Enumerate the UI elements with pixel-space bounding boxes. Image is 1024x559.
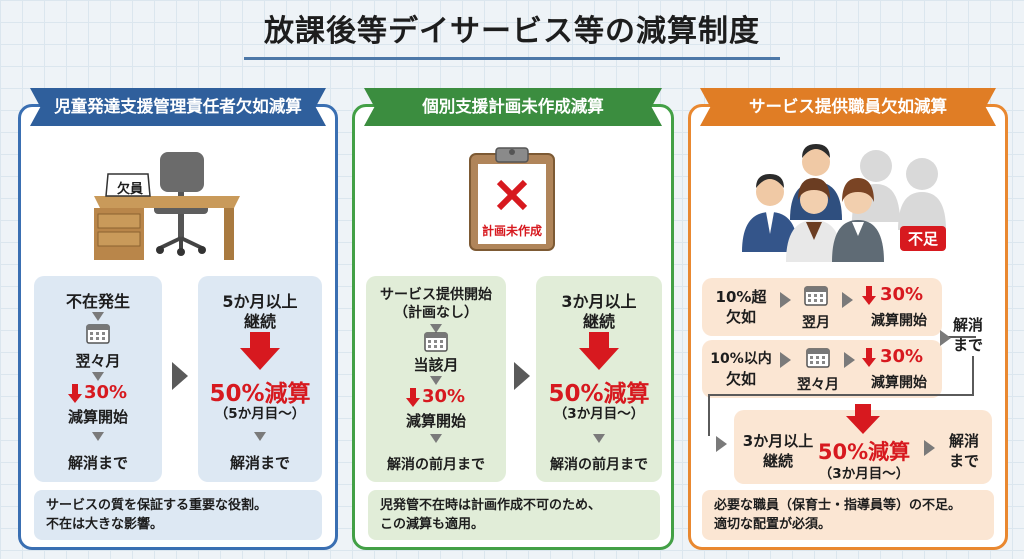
p1-step-continue: 継続 — [243, 312, 276, 331]
p3-over-10pct: 10%超 — [715, 288, 767, 306]
p1-step-month: 翌々月 — [75, 352, 121, 370]
big-red-down-arrow-icon — [579, 332, 619, 372]
p3-arrow-1a — [780, 292, 791, 308]
p1-50pct: 50%減算 — [209, 381, 311, 407]
p2-50pct: 50%減算 — [548, 381, 650, 407]
big-red-down-arrow-icon — [240, 332, 280, 372]
p2-down-arrow-1 — [430, 324, 442, 333]
p3-connector-left — [708, 394, 710, 436]
p3-from-3rd-month: （3か月目〜） — [818, 466, 910, 482]
p2-from-3rd-month: （3か月目〜） — [553, 406, 645, 422]
red-down-arrow-icon — [68, 384, 82, 404]
p3-arrow-2a — [780, 352, 791, 368]
p3-arrow-to-resolve — [940, 330, 951, 346]
p2-flow-right — [536, 276, 662, 482]
p3-connector-top — [942, 336, 976, 338]
p3-footer-line-1: 必要な職員（保育士・指導員等）の不足。 — [714, 498, 962, 513]
p3-arrow-3b — [924, 440, 935, 456]
p3-arrow-2b — [844, 352, 855, 368]
p2-step-no-plan: （計画なし） — [394, 305, 478, 321]
title-underline — [244, 57, 780, 60]
p2-step-current-month: 当該月 — [413, 356, 459, 374]
p3-continue: 継続 — [762, 452, 793, 470]
p1-step-start: 減算開始 — [67, 408, 128, 426]
p1-from-5th-month: （5か月目〜） — [214, 406, 306, 422]
p2-footer-note: 児発管不在時は計画作成不可のため、 この減算も適用。 — [368, 490, 660, 540]
p2-down-arrow-4 — [593, 434, 605, 443]
p3-resolve-top-1: 解消 — [952, 316, 983, 334]
p2-step-3months: 3か月以上 — [561, 292, 637, 311]
red-down-arrow-icon — [406, 388, 420, 408]
p1-step-resolve-2: 解消まで — [229, 454, 290, 472]
panel-1-header: 児童発達支援管理責任者欠如減算 — [30, 88, 326, 126]
p1-step-5months: 5か月以上 — [222, 292, 298, 311]
p3-footer-note: 必要な職員（保育士・指導員等）の不足。 適切な配置が必須。 — [702, 490, 994, 540]
p3-30pct-1: 30% — [880, 284, 924, 305]
p1-right-arrow — [172, 362, 188, 390]
p3-resolve-bottom-1: 解消 — [948, 432, 979, 450]
calendar-icon — [424, 332, 448, 352]
empty-desk-illustration — [94, 152, 240, 260]
staff-group-illustration — [742, 144, 946, 262]
p2-30pct: 30% — [422, 386, 466, 407]
p3-connector-right — [972, 356, 974, 394]
p2-step-start-service: サービス提供開始 — [380, 287, 492, 303]
p2-down-arrow-2 — [430, 376, 442, 385]
p2-footer-line-2: この減算も適用。 — [380, 517, 485, 532]
p1-step-resolve: 解消まで — [67, 454, 128, 472]
p1-down-arrow-4 — [254, 432, 266, 441]
p3-under-10pct: 10%以内 — [710, 351, 772, 367]
p3-footer-line-2: 適切な配置が必須。 — [714, 517, 832, 532]
p3-arrow-1b — [842, 292, 853, 308]
p3-month-after-next: 翌々月 — [797, 377, 839, 393]
p1-footer-line-2: 不在は大きな影響。 — [46, 517, 164, 532]
p3-reduction-start-2: 減算開始 — [871, 375, 927, 391]
calendar-icon — [86, 324, 110, 344]
p1-flow-right — [198, 276, 322, 482]
p3-connector-bottom — [708, 394, 974, 396]
p3-shortage-2: 欠如 — [725, 370, 756, 388]
p3-next-month: 翌月 — [802, 315, 830, 331]
p1-footer-line-1: サービスの質を保証する重要な役割。 — [46, 498, 268, 513]
p3-resolve-bottom-2: まで — [948, 452, 979, 470]
panel-3-header: サービス提供職員欠如減算 — [700, 88, 996, 126]
p2-step-reduction-start: 減算開始 — [405, 412, 466, 430]
p2-right-arrow — [514, 362, 530, 390]
p3-resolve-top-2: まで — [952, 336, 983, 354]
p1-down-arrow-2 — [92, 372, 104, 381]
p3-30pct-2: 30% — [880, 346, 924, 367]
p1-footer-note: サービスの質を保証する重要な役割。 不在は大きな影響。 — [34, 490, 322, 540]
p3-50pct: 50%減算 — [817, 440, 911, 464]
big-red-down-arrow-icon — [846, 404, 880, 436]
calendar-icon — [804, 286, 828, 306]
red-down-arrow-icon — [862, 286, 876, 306]
shortage-badge: 不足 — [900, 226, 947, 251]
red-down-arrow-icon — [862, 348, 876, 368]
p2-down-arrow-3 — [430, 434, 442, 443]
clipboard-icon — [469, 147, 555, 251]
p2-step-continue: 継続 — [582, 312, 615, 331]
page-title: 放課後等デイサービス等の減算制度 — [264, 14, 760, 49]
vacancy-sign-label: 欠員 — [116, 182, 143, 197]
p2-footer-line-1: 児発管不在時は計画作成不可のため、 — [380, 498, 602, 513]
p1-step-absence: 不在発生 — [65, 292, 130, 311]
p3-arrow-3a — [716, 436, 727, 452]
p1-30pct: 30% — [84, 382, 128, 403]
p2-step-until-month-before: 解消の前月まで — [387, 457, 485, 473]
p1-down-arrow-3 — [92, 432, 104, 441]
p2-step-until-month-before-2: 解消の前月まで — [550, 457, 648, 473]
p3-reduction-start-1: 減算開始 — [871, 313, 927, 329]
clipboard-label: 計画未作成 — [481, 224, 542, 238]
p3-shortage-1: 欠如 — [725, 308, 756, 326]
panel-2-header: 個別支援計画未作成減算 — [364, 88, 662, 126]
p1-down-arrow-1 — [92, 312, 104, 321]
calendar-icon — [806, 348, 830, 368]
p3-3months: 3か月以上 — [742, 432, 814, 450]
